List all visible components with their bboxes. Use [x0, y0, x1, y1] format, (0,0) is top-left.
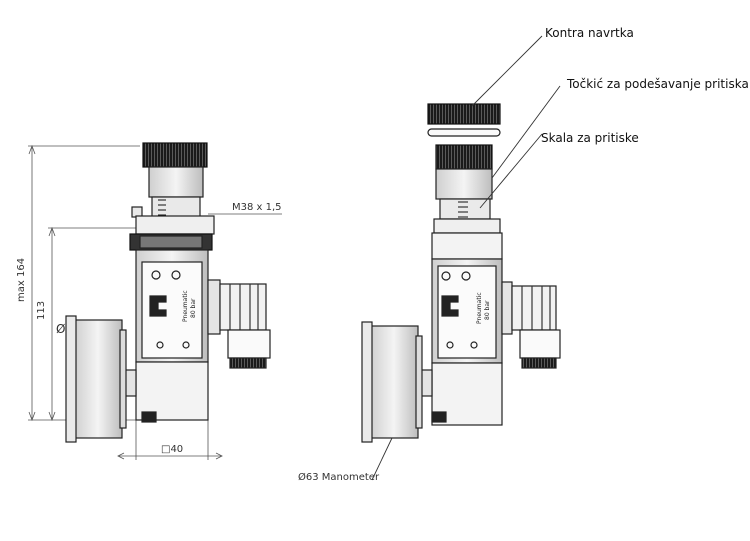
dimension-max-height: max 164 — [16, 257, 27, 302]
leader-lines — [371, 35, 561, 481]
callout-manometer: Ø63 Manometer — [298, 472, 380, 483]
body-marking-right-2: 80 bar — [484, 300, 491, 321]
body-marking-right-1: Pneumatic — [476, 292, 483, 324]
right-exploded-view — [361, 103, 561, 443]
dimension-thread: M38 x 1,5 — [232, 202, 282, 213]
body-marking-left-2: 80 bar — [190, 298, 197, 319]
callout-pressure-scale: Skala za pritiske — [541, 131, 639, 145]
left-dimensioned-view — [28, 142, 282, 460]
body-marking-left-1: Pneumatic — [182, 290, 189, 322]
dimension-lines — [28, 144, 282, 460]
callout-lock-nut: Kontra navrtka — [545, 26, 634, 40]
callout-adjust-wheel: Točkić za podešavanje pritiska — [567, 77, 749, 91]
dimension-width-40: □40 — [161, 444, 184, 455]
dimension-diameter: Ø — [56, 322, 66, 336]
dimension-height-113: 113 — [36, 300, 47, 320]
